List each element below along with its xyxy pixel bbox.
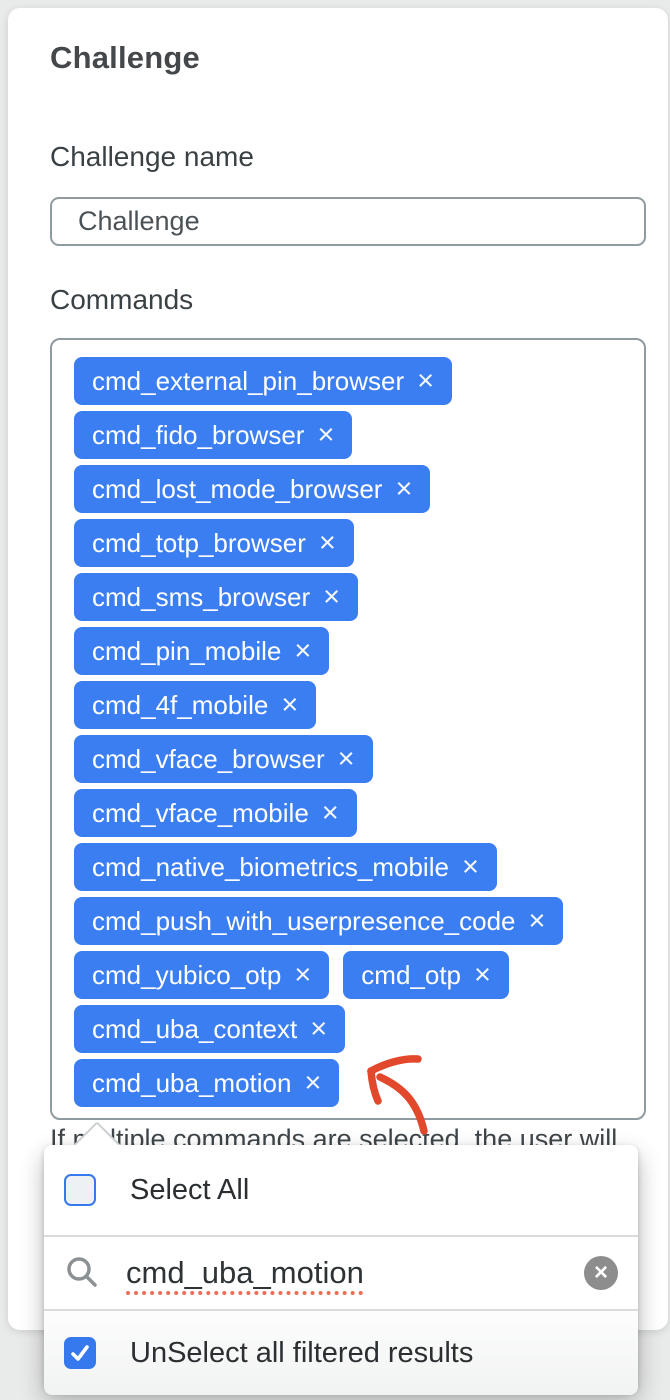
remove-tag-icon[interactable]: ×	[321, 796, 339, 829]
remove-tag-icon[interactable]: ×	[318, 526, 336, 559]
command-tag-label: cmd_external_pin_browser	[92, 365, 405, 396]
commands-dropdown: Select All cmd_uba_motion × UnSelect all…	[44, 1121, 638, 1395]
tag-row: cmd_sms_browser ×	[74, 573, 624, 627]
command-tag[interactable]: cmd_native_biometrics_mobile ×	[74, 843, 497, 891]
command-tag-label: cmd_lost_mode_browser	[92, 473, 383, 504]
unselect-filtered-checkbox[interactable]	[64, 1337, 96, 1369]
challenge-name-label: Challenge name	[50, 141, 254, 172]
tag-row: cmd_uba_motion ×	[74, 1059, 624, 1113]
select-all-label: Select All	[130, 1173, 250, 1206]
command-tag[interactable]: cmd_4f_mobile ×	[74, 681, 317, 729]
command-tag-label: cmd_otp	[361, 959, 462, 990]
command-tag-label: cmd_sms_browser	[92, 581, 311, 612]
tag-row: cmd_external_pin_browser ×	[74, 357, 624, 411]
command-tag[interactable]: cmd_lost_mode_browser ×	[74, 465, 431, 513]
command-tag-label: cmd_fido_browser	[92, 419, 305, 450]
unselect-filtered-option[interactable]: UnSelect all filtered results	[44, 1311, 638, 1395]
command-tag[interactable]: cmd_sms_browser ×	[74, 573, 359, 621]
command-tag-label: cmd_totp_browser	[92, 527, 306, 558]
page-title: Challenge	[50, 40, 200, 75]
divider	[44, 1235, 638, 1237]
select-all-option[interactable]: Select All	[44, 1145, 638, 1235]
challenge-name-input[interactable]: Challenge	[50, 197, 646, 246]
command-tag-label: cmd_vface_mobile	[92, 797, 309, 828]
command-tag[interactable]: cmd_vface_mobile ×	[74, 789, 357, 837]
command-tag-label: cmd_uba_motion	[92, 1067, 292, 1098]
remove-tag-icon[interactable]: ×	[294, 958, 312, 991]
remove-tag-icon[interactable]: ×	[417, 364, 435, 397]
tag-row: cmd_lost_mode_browser ×	[74, 465, 624, 519]
tag-row: cmd_push_with_userpresence_code ×	[74, 897, 624, 951]
command-tag[interactable]: cmd_totp_browser ×	[74, 519, 354, 567]
command-tag-label: cmd_native_biometrics_mobile	[92, 851, 449, 882]
command-tag-label: cmd_vface_browser	[92, 743, 325, 774]
command-tag[interactable]: cmd_otp ×	[343, 951, 509, 999]
command-tag[interactable]: cmd_push_with_userpresence_code ×	[74, 897, 564, 945]
challenge-card: Challenge Challenge name Challenge Comma…	[8, 8, 668, 1330]
unselect-filtered-label: UnSelect all filtered results	[130, 1336, 474, 1369]
command-tag[interactable]: cmd_uba_motion ×	[74, 1059, 340, 1107]
command-tag-label: cmd_pin_mobile	[92, 635, 282, 666]
tag-row: cmd_vface_mobile ×	[74, 789, 624, 843]
command-tag[interactable]: cmd_yubico_otp ×	[74, 951, 330, 999]
command-tag-label: cmd_push_with_userpresence_code	[92, 905, 516, 936]
search-icon	[67, 1257, 97, 1287]
select-all-checkbox[interactable]	[64, 1174, 96, 1206]
command-tag-label: cmd_yubico_otp	[92, 959, 282, 990]
command-tag-label: cmd_uba_context	[92, 1013, 298, 1044]
tag-row: cmd_4f_mobile ×	[74, 681, 624, 735]
command-tag[interactable]: cmd_pin_mobile ×	[74, 627, 330, 675]
divider	[44, 1309, 638, 1311]
remove-tag-icon[interactable]: ×	[323, 580, 341, 613]
tag-row: cmd_fido_browser ×	[74, 411, 624, 465]
command-tag[interactable]: cmd_vface_browser ×	[74, 735, 373, 783]
remove-tag-icon[interactable]: ×	[461, 850, 479, 883]
remove-tag-icon[interactable]: ×	[281, 688, 299, 721]
remove-tag-icon[interactable]: ×	[304, 1066, 322, 1099]
remove-tag-icon[interactable]: ×	[474, 958, 491, 991]
search-input[interactable]: cmd_uba_motion	[126, 1255, 364, 1290]
tag-row: cmd_totp_browser ×	[74, 519, 624, 573]
remove-tag-icon[interactable]: ×	[337, 742, 355, 775]
tag-row: cmd_pin_mobile ×	[74, 627, 624, 681]
remove-tag-icon[interactable]: ×	[528, 904, 546, 937]
command-tag[interactable]: cmd_fido_browser ×	[74, 411, 353, 459]
tag-row: cmd_vface_browser ×	[74, 735, 624, 789]
commands-multiselect[interactable]: cmd_external_pin_browser×cmd_fido_browse…	[50, 338, 646, 1120]
commands-tag-list: cmd_external_pin_browser×cmd_fido_browse…	[74, 357, 624, 1113]
command-tag-label: cmd_4f_mobile	[92, 689, 269, 720]
command-tag[interactable]: cmd_external_pin_browser ×	[74, 357, 453, 405]
close-icon: ×	[593, 1259, 608, 1286]
tag-row: cmd_yubico_otp × cmd_otp ×	[74, 951, 624, 1005]
remove-tag-icon[interactable]: ×	[317, 418, 335, 451]
dropdown-search-row[interactable]: cmd_uba_motion ×	[44, 1237, 638, 1309]
remove-tag-icon[interactable]: ×	[294, 634, 312, 667]
checkmark-icon	[71, 1345, 89, 1361]
command-tag[interactable]: cmd_uba_context ×	[74, 1005, 346, 1053]
commands-label: Commands	[50, 284, 194, 315]
remove-tag-icon[interactable]: ×	[310, 1012, 328, 1045]
tag-row: cmd_uba_context ×	[74, 1005, 624, 1059]
challenge-name-value: Challenge	[78, 206, 200, 236]
remove-tag-icon[interactable]: ×	[395, 472, 413, 505]
tag-row: cmd_native_biometrics_mobile ×	[74, 843, 624, 897]
clear-search-button[interactable]: ×	[584, 1256, 618, 1290]
